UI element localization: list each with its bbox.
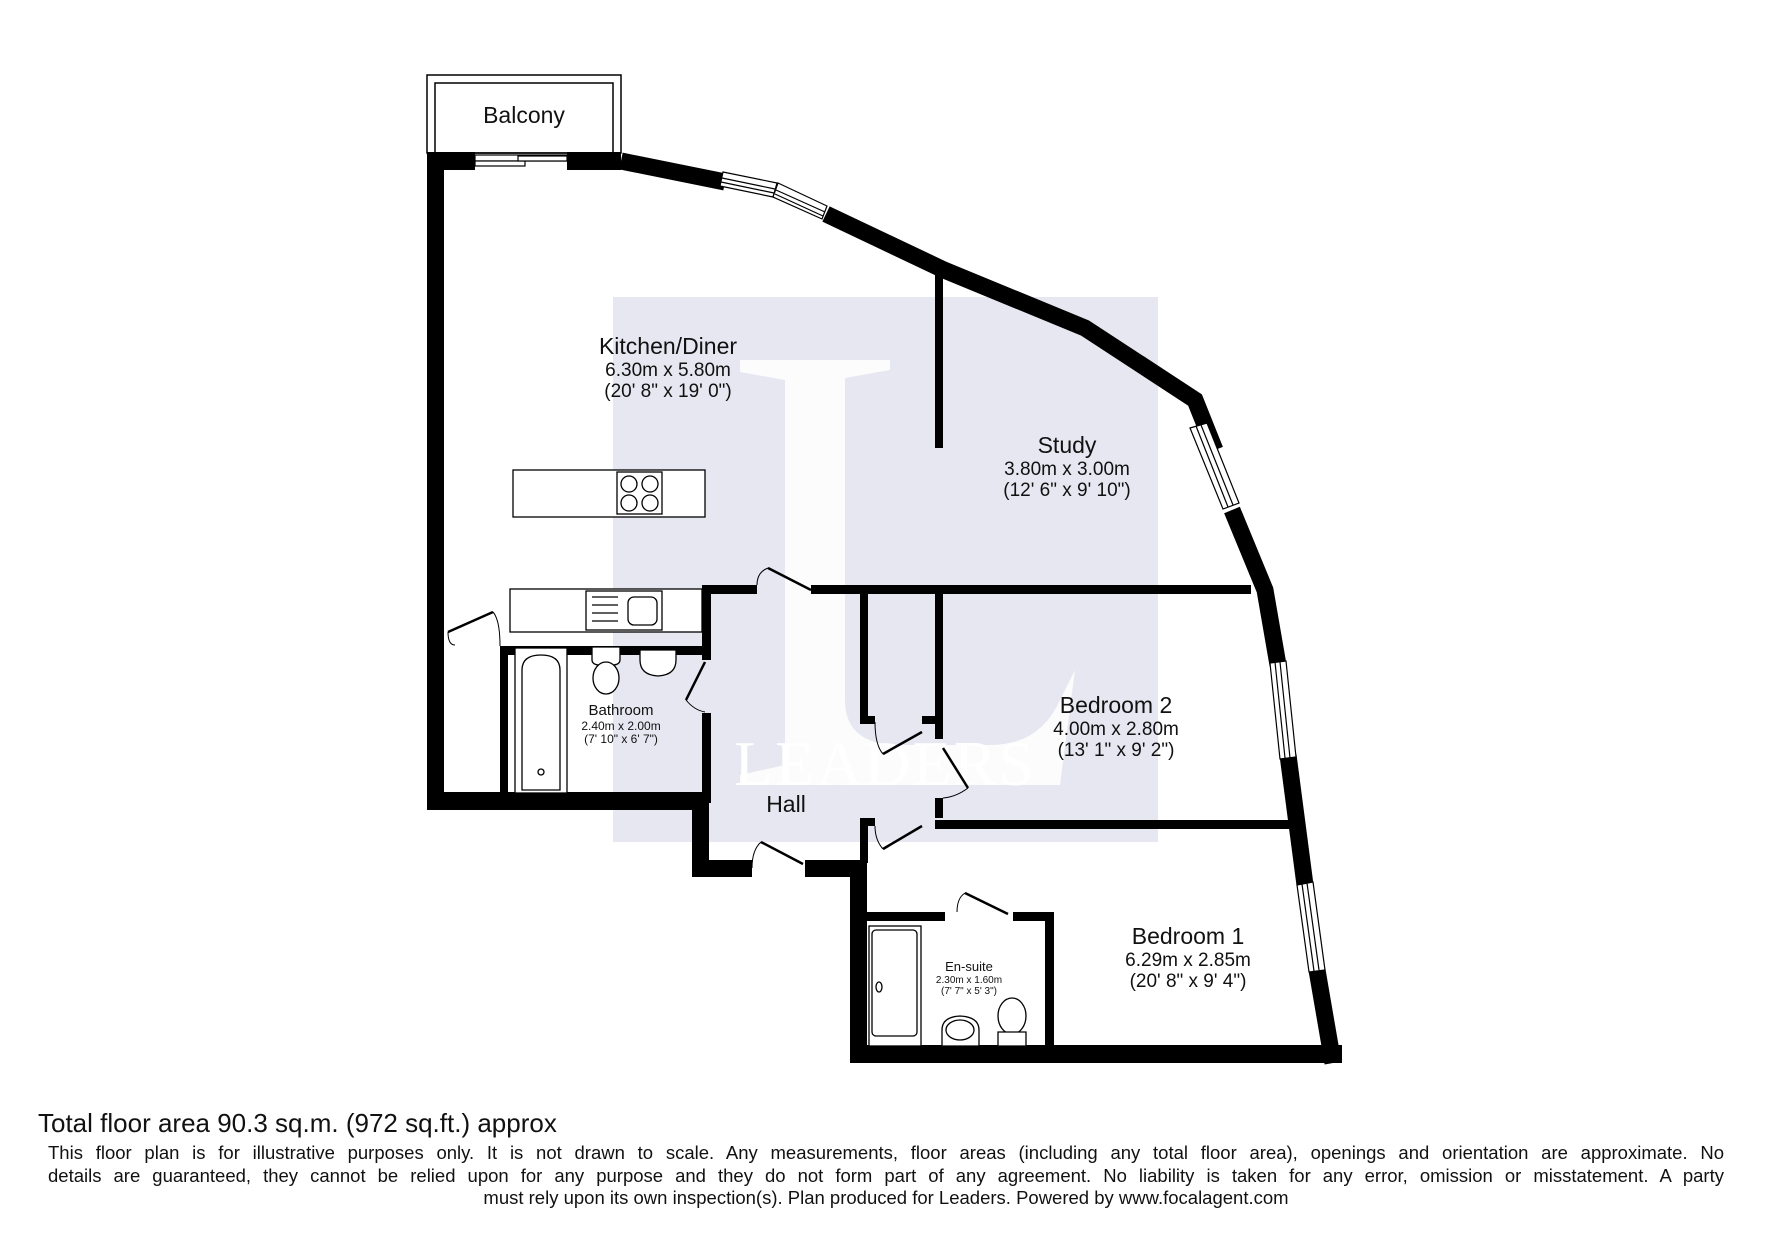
room-dimensions-imperial: (12' 6" x 9' 10") xyxy=(1003,480,1131,502)
room-label-hall: Hall xyxy=(766,791,806,818)
doors xyxy=(447,566,1009,916)
disclaimer-line: must rely upon its own inspection(s). Pl… xyxy=(483,1187,1289,1208)
balcony-outline xyxy=(426,74,622,154)
room-dimensions-metric: 6.30m x 5.80m xyxy=(605,359,731,381)
total-floor-area: Total floor area 90.3 sq.m. (972 sq.ft.)… xyxy=(38,1108,557,1138)
room-label-study: Study 3.80m x 3.00m (12' 6" x 9' 10") xyxy=(1003,432,1131,502)
room-name: Hall xyxy=(766,791,806,817)
kitchen-island xyxy=(512,469,706,518)
disclaimer: This floor plan is for illustrative purp… xyxy=(48,1142,1724,1210)
room-label-bedroom-2: Bedroom 2 4.00m x 2.80m (13' 1" x 9' 2") xyxy=(1053,692,1179,762)
room-dimensions-metric: 6.29m x 2.85m xyxy=(1125,949,1251,971)
room-dimensions-metric: 2.40m x 2.00m xyxy=(581,718,661,733)
room-label-balcony: Balcony xyxy=(483,102,565,129)
walls xyxy=(427,152,1342,1063)
room-dimensions-imperial: (7' 7" x 5' 3") xyxy=(941,985,997,997)
room-label-en-suite: En-suite 2.30m x 1.60m (7' 7" x 5' 3") xyxy=(935,959,1003,997)
room-dimensions-imperial: (20' 8" x 9' 4") xyxy=(1129,971,1247,993)
room-dimensions-imperial: (13' 1" x 9' 2") xyxy=(1057,740,1175,762)
exterior-slanted-wall xyxy=(619,152,1342,1065)
fixtures xyxy=(509,469,1027,1047)
room-name: Kitchen/Diner xyxy=(598,333,738,359)
room-dimensions-imperial: (7' 10" x 6' 7") xyxy=(584,732,658,747)
room-label-bathroom: Bathroom 2.40m x 2.00m (7' 10" x 6' 7") xyxy=(581,702,661,747)
room-dimensions-metric: 3.80m x 3.00m xyxy=(1004,458,1130,480)
room-name: Bathroom xyxy=(588,702,654,719)
room-label-bedroom-1: Bedroom 1 6.29m x 2.85m (20' 8" x 9' 4") xyxy=(1125,923,1251,993)
room-label-kitchen-diner: Kitchen/Diner 6.30m x 5.80m (20' 8" x 19… xyxy=(598,333,738,403)
room-name: En-suite xyxy=(945,959,993,974)
room-dimensions-imperial: (20' 8" x 19' 0") xyxy=(604,381,732,403)
room-name: Bedroom 1 xyxy=(1131,923,1245,949)
room-dimensions-metric: 4.00m x 2.80m xyxy=(1053,718,1179,740)
disclaimer-line: This floor plan is for illustrative purp… xyxy=(48,1142,1724,1163)
room-name: Bedroom 2 xyxy=(1059,692,1173,718)
windows xyxy=(474,154,1326,973)
room-name: Balcony xyxy=(483,102,565,128)
disclaimer-line: details are guaranteed, they cannot be r… xyxy=(48,1164,1724,1186)
room-dimensions-metric: 2.30m x 1.60m xyxy=(935,974,1003,986)
room-name: Study xyxy=(1037,432,1097,458)
watermark-brand-text: LEADERS xyxy=(734,728,1036,799)
